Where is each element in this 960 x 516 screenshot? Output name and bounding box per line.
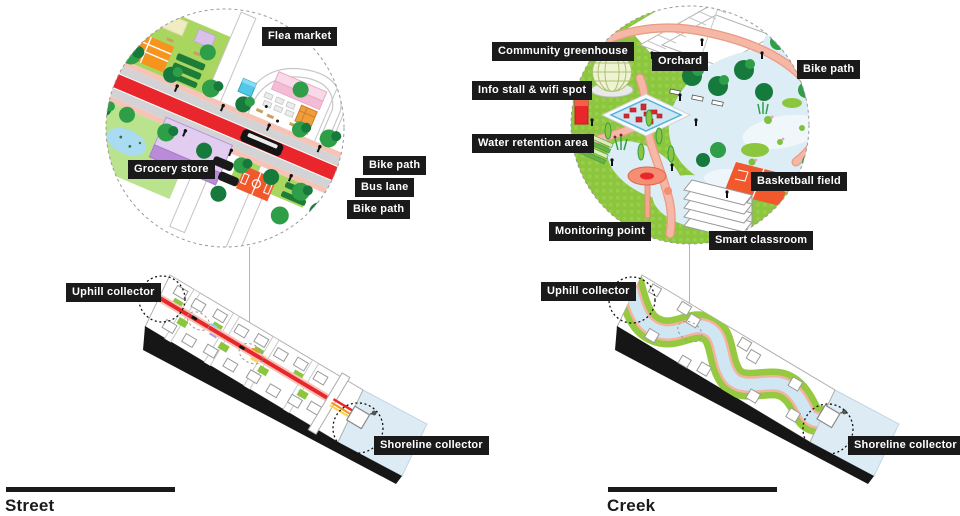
label-creek-shoreline-collector: Shoreline collector — [848, 436, 960, 455]
label-bike-path-lower: Bike path — [347, 200, 411, 219]
label-bike-path-upper: Bike path — [363, 156, 427, 175]
label-community-greenhouse: Community greenhouse — [492, 42, 634, 61]
creek-title-bar — [608, 487, 777, 492]
label-water-retention: Water retention area — [472, 134, 594, 153]
street-section — [138, 274, 428, 484]
label-smart-classroom: Smart classroom — [709, 231, 814, 250]
label-street-uphill-collector: Uphill collector — [66, 283, 161, 302]
label-bike-path: Bike path — [797, 60, 861, 79]
label-monitoring-point: Monitoring point — [549, 222, 651, 241]
label-bus-lane: Bus lane — [355, 178, 415, 197]
label-street-shoreline-collector: Shoreline collector — [374, 436, 489, 455]
creek-title: Creek — [607, 496, 656, 515]
label-grocery-store: Grocery store — [128, 160, 215, 179]
label-info-stall: Info stall & wifi spot — [472, 81, 593, 100]
street-title-bar — [6, 487, 175, 492]
street-inset — [105, 8, 345, 357]
label-flea-market: Flea market — [262, 27, 338, 46]
label-basketball-field: Basketball field — [751, 172, 847, 191]
label-orchard: Orchard — [652, 52, 709, 71]
street-title: Street — [5, 496, 55, 515]
label-creek-uphill-collector: Uphill collector — [541, 282, 636, 301]
